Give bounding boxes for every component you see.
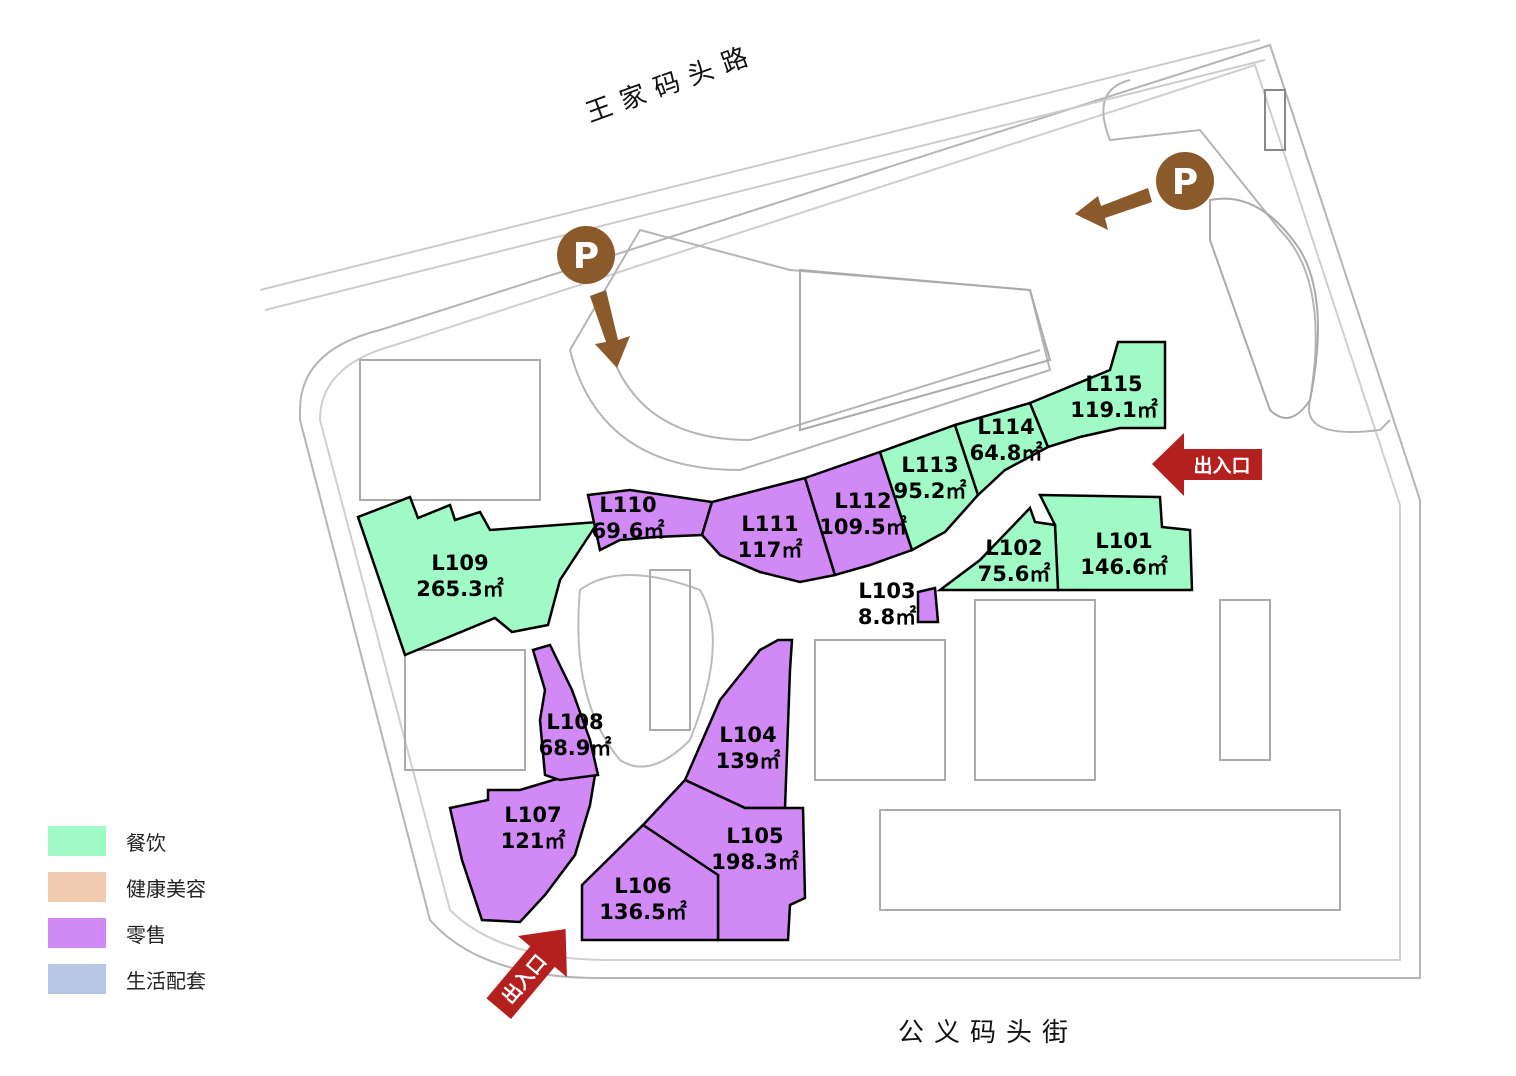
arrow-down-icon	[590, 290, 630, 368]
parking-letter: P	[1172, 162, 1198, 203]
legend: 餐饮 健康美容 零售 生活配套	[48, 818, 206, 1002]
unit-area: 75.6㎡	[978, 562, 1051, 586]
unit-id: L112	[834, 489, 891, 513]
unit-area: 121㎡	[501, 829, 566, 853]
unit-id: L114	[977, 415, 1034, 439]
unit-area: 69.6㎡	[592, 519, 665, 543]
unit-l115[interactable]	[1028, 340, 1167, 449]
legend-label: 零售	[126, 922, 166, 947]
building-outline	[259, 39, 1421, 979]
unit-area: 139㎡	[716, 749, 781, 773]
unit-l107[interactable]	[448, 773, 597, 924]
unit-l102[interactable]	[936, 505, 1060, 592]
unit-id: L108	[546, 710, 603, 734]
legend-swatch	[48, 964, 106, 994]
legend-item-services: 生活配套	[48, 956, 206, 1002]
labels-layer: L101146.6㎡L10275.6㎡L1038.8㎡L104139㎡L1051…	[416, 372, 1167, 924]
unit-area: 68.9㎡	[539, 736, 612, 760]
legend-label: 健康美容	[126, 876, 206, 901]
parking-right[interactable]: P	[1075, 152, 1214, 230]
unit-id: L113	[901, 453, 958, 477]
unit-area: 64.8㎡	[970, 441, 1043, 465]
unit-id: L101	[1095, 529, 1152, 553]
legend-swatch	[48, 872, 106, 902]
legend-item-dining: 餐饮	[48, 818, 206, 864]
legend-swatch	[48, 826, 106, 856]
unit-id: L115	[1085, 372, 1142, 396]
unit-l111[interactable]	[700, 476, 837, 584]
street-name-south: 公义码头街	[898, 1018, 1079, 1048]
legend-item-beauty: 健康美容	[48, 864, 206, 910]
unit-id: L111	[741, 512, 798, 536]
unit-area: 265.3㎡	[416, 577, 503, 601]
unit-l110[interactable]	[586, 488, 714, 552]
unit-area: 198.3㎡	[711, 850, 798, 874]
unit-id: L106	[614, 874, 671, 898]
unit-area: 136.5㎡	[599, 900, 686, 924]
legend-swatch	[48, 918, 106, 948]
parking-left[interactable]: P	[557, 226, 630, 368]
unit-l109[interactable]	[356, 495, 601, 657]
parking-icon	[1156, 152, 1214, 210]
unit-id: L104	[719, 723, 776, 747]
unit-l108[interactable]	[531, 643, 600, 782]
legend-label: 餐饮	[126, 830, 166, 855]
unit-l113[interactable]	[878, 423, 980, 552]
unit-id: L105	[726, 824, 783, 848]
unit-id: L102	[985, 536, 1042, 560]
parking-letter: P	[573, 236, 599, 277]
arrow-left-icon	[1075, 188, 1152, 230]
unit-area: 8.8㎡	[858, 605, 916, 629]
unit-l106[interactable]	[580, 823, 720, 942]
unit-area: 119.1㎡	[1070, 398, 1157, 422]
entrance-east[interactable]: 出入口	[1152, 433, 1262, 496]
arrow-up-icon	[486, 929, 567, 1019]
unit-area: 146.6㎡	[1080, 555, 1167, 579]
unit-area: 95.2㎡	[894, 479, 967, 503]
legend-label: 生活配套	[126, 968, 206, 993]
unit-id: L107	[504, 803, 561, 827]
arrow-left-icon	[1152, 433, 1262, 496]
unit-l103[interactable]	[916, 586, 940, 624]
unit-area: 117㎡	[738, 538, 803, 562]
unit-area: 109.5㎡	[819, 515, 906, 539]
unit-l112[interactable]	[803, 450, 914, 577]
units-layer	[356, 340, 1194, 942]
parking-icon	[557, 226, 615, 284]
unit-id: L110	[599, 493, 656, 517]
legend-item-retail: 零售	[48, 910, 206, 956]
unit-l114[interactable]	[953, 401, 1050, 498]
entrance-label: 出入口	[1193, 454, 1250, 477]
entrance-southwest[interactable]: 出入口	[474, 908, 590, 1029]
unit-id: L103	[858, 579, 915, 603]
unit-id: L109	[431, 551, 488, 575]
